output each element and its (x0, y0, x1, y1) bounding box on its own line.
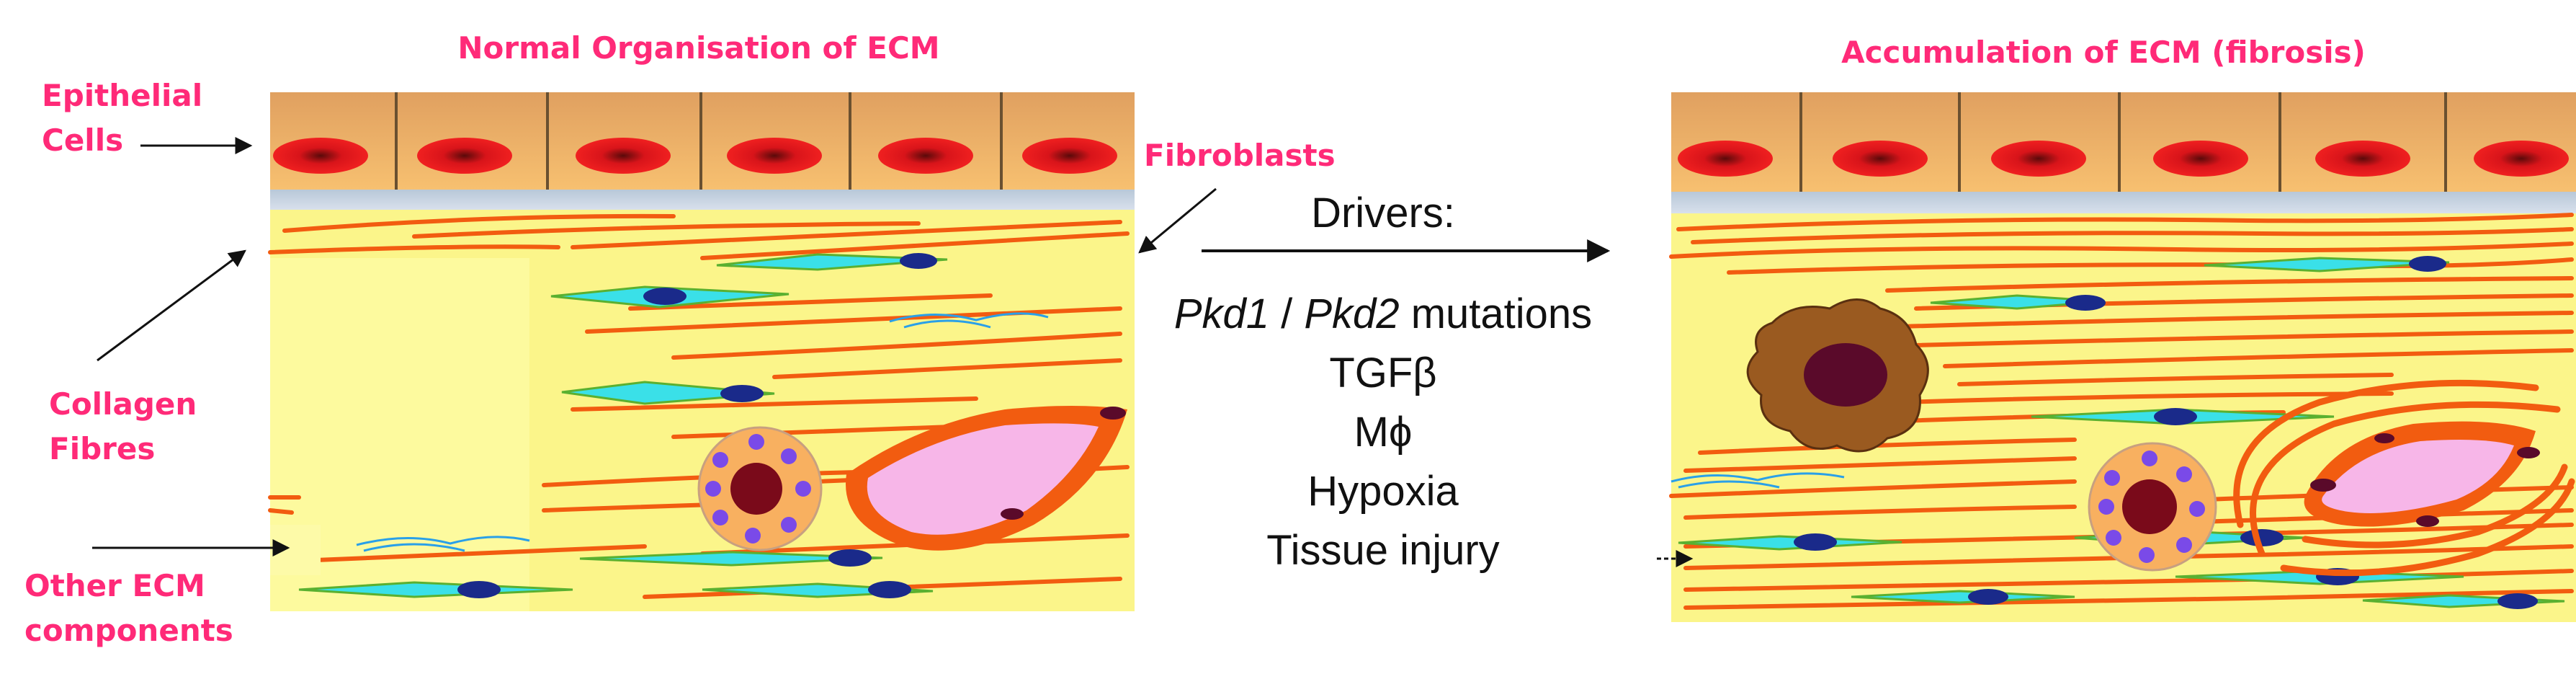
macrophage (1746, 298, 1929, 453)
epithelial-nucleus (1833, 141, 1928, 177)
epithelial-nucleus (878, 138, 973, 174)
epithelial-nucleus (576, 138, 671, 174)
fibroblast (1851, 589, 2075, 605)
collagen-fibres (1669, 213, 2574, 610)
fibroblast (561, 381, 775, 405)
drivers-heading: Drivers: (1311, 190, 1455, 236)
fibrosis-panel (1669, 92, 2576, 622)
epithelial-nucleus (1678, 141, 1773, 177)
fibroblast (716, 253, 948, 271)
collagen-fibres-arrow (97, 249, 246, 362)
fibroblast (1930, 294, 2106, 311)
fibroblasts-label: Fibroblasts (1144, 138, 1336, 173)
right-panel-title: Accumulation of ECM (fibrosis) (1841, 35, 2366, 70)
epithelial-nucleus (2315, 141, 2410, 177)
fibroblast (2204, 256, 2450, 272)
epithelial-nucleus (1991, 141, 2086, 177)
basement-membrane (270, 190, 1135, 210)
fibroblast (550, 285, 790, 309)
epithelial-nucleus (727, 138, 822, 174)
epithelial-nucleus (417, 138, 512, 174)
fibroblast (1678, 533, 1902, 551)
epithelial-nucleus (273, 138, 368, 174)
blood-vessel (2233, 379, 2575, 577)
driver-macrophage: Mϕ (1354, 409, 1413, 456)
epithelial-nucleus (1022, 138, 1117, 174)
driver-tissue-injury: Tissue injury (1266, 527, 1500, 574)
fibroblast (298, 581, 573, 598)
fibroblasts-arrow (1138, 187, 1217, 254)
driver-pkd-mutations: Pkd1 / Pkd2 mutations (1173, 290, 1593, 337)
fibroblast (2031, 408, 2335, 425)
epithelial-layer (1671, 92, 2576, 192)
epithelial-cells-label: Epithelial Cells (42, 78, 203, 158)
fibroblast (702, 581, 934, 598)
fibroblast (2362, 593, 2565, 609)
left-panel-title: Normal Organisation of ECM (457, 30, 940, 66)
blood-vessel (846, 406, 1127, 551)
collagen-fibres-label: Collagen Fibres (49, 386, 197, 466)
mast-cell (697, 426, 823, 551)
driver-tgfb: TGFβ (1329, 350, 1437, 396)
epithelial-nucleus (2153, 141, 2248, 177)
driver-hypoxia: Hypoxia (1307, 468, 1459, 515)
epithelial-layer (270, 92, 1135, 190)
normal-ecm-panel (268, 92, 1135, 611)
mast-cell (2088, 442, 2217, 572)
basement-membrane (1671, 192, 2576, 213)
epithelial-nucleus (2474, 141, 2569, 177)
drivers-list: Drivers: Pkd1 / Pkd2 mutations TGFβ Mϕ H… (1109, 184, 1657, 580)
other-ecm-components (1671, 472, 1845, 489)
other-ecm-label: Other ECM components (24, 568, 233, 648)
fibroblasts (298, 253, 948, 598)
fibroblast (579, 549, 883, 567)
